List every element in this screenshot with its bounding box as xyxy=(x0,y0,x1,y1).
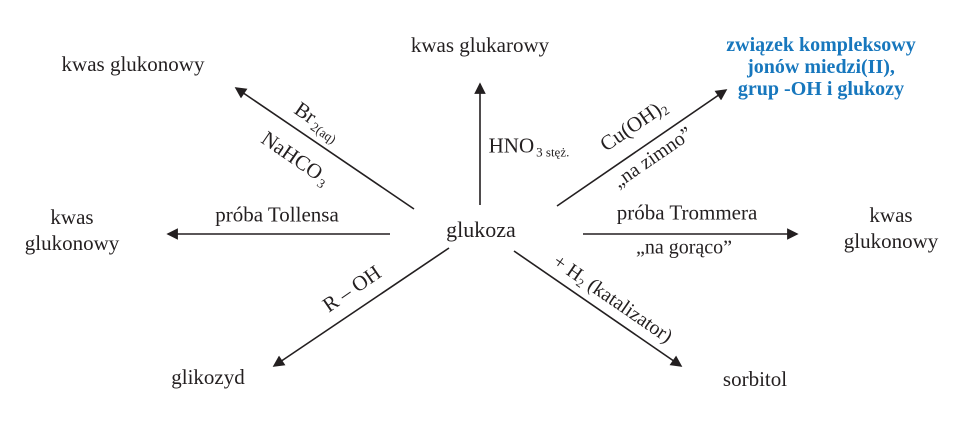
edge-label-na-goraco: „na gorąco” xyxy=(635,236,733,259)
arrow-to-bottom-right xyxy=(513,250,683,367)
arrow-to-bottom-left xyxy=(272,247,450,367)
node-kwas-glukonowy-right: kwas glukonowy xyxy=(844,202,939,254)
node-complex-compound: związek kompleksowy jonów miedzi(II), gr… xyxy=(726,34,915,100)
arrow-to-top-left xyxy=(234,87,415,210)
node-kwas-glukarowy: kwas glukarowy xyxy=(410,33,550,57)
node-sorbitol: sorbitol xyxy=(722,367,788,391)
edge-label-proba-tollensa: próba Tollensa xyxy=(215,202,339,227)
arrow-to-top-right xyxy=(556,89,728,207)
node-kwas-glukonowy-top-left: kwas glukonowy xyxy=(61,52,205,76)
kwas-glukonowy-right-line-2: glukonowy xyxy=(843,229,939,253)
node-kwas-glukonowy-left: kwas glukonowy xyxy=(25,204,120,256)
node-glikozyd: glikozyd xyxy=(171,365,245,389)
kwas-glukonowy-right-line-1: kwas xyxy=(869,203,913,227)
node-glukoza: glukoza xyxy=(446,217,516,242)
hno3-main: HNO xyxy=(488,133,535,158)
complex-compound-line-1: związek kompleksowy xyxy=(726,34,916,56)
edge-label-proba-trommera: próba Trommera xyxy=(616,200,758,225)
complex-compound-line-2: jonów miedzi(II), xyxy=(747,56,895,78)
hno3-subscript: 3 stęż. xyxy=(536,144,570,160)
complex-compound-line-3: grup -OH i glukozy xyxy=(737,78,905,100)
kwas-glukonowy-left-line-1: kwas xyxy=(50,205,94,229)
kwas-glukonowy-left-line-2: glukonowy xyxy=(24,231,120,255)
